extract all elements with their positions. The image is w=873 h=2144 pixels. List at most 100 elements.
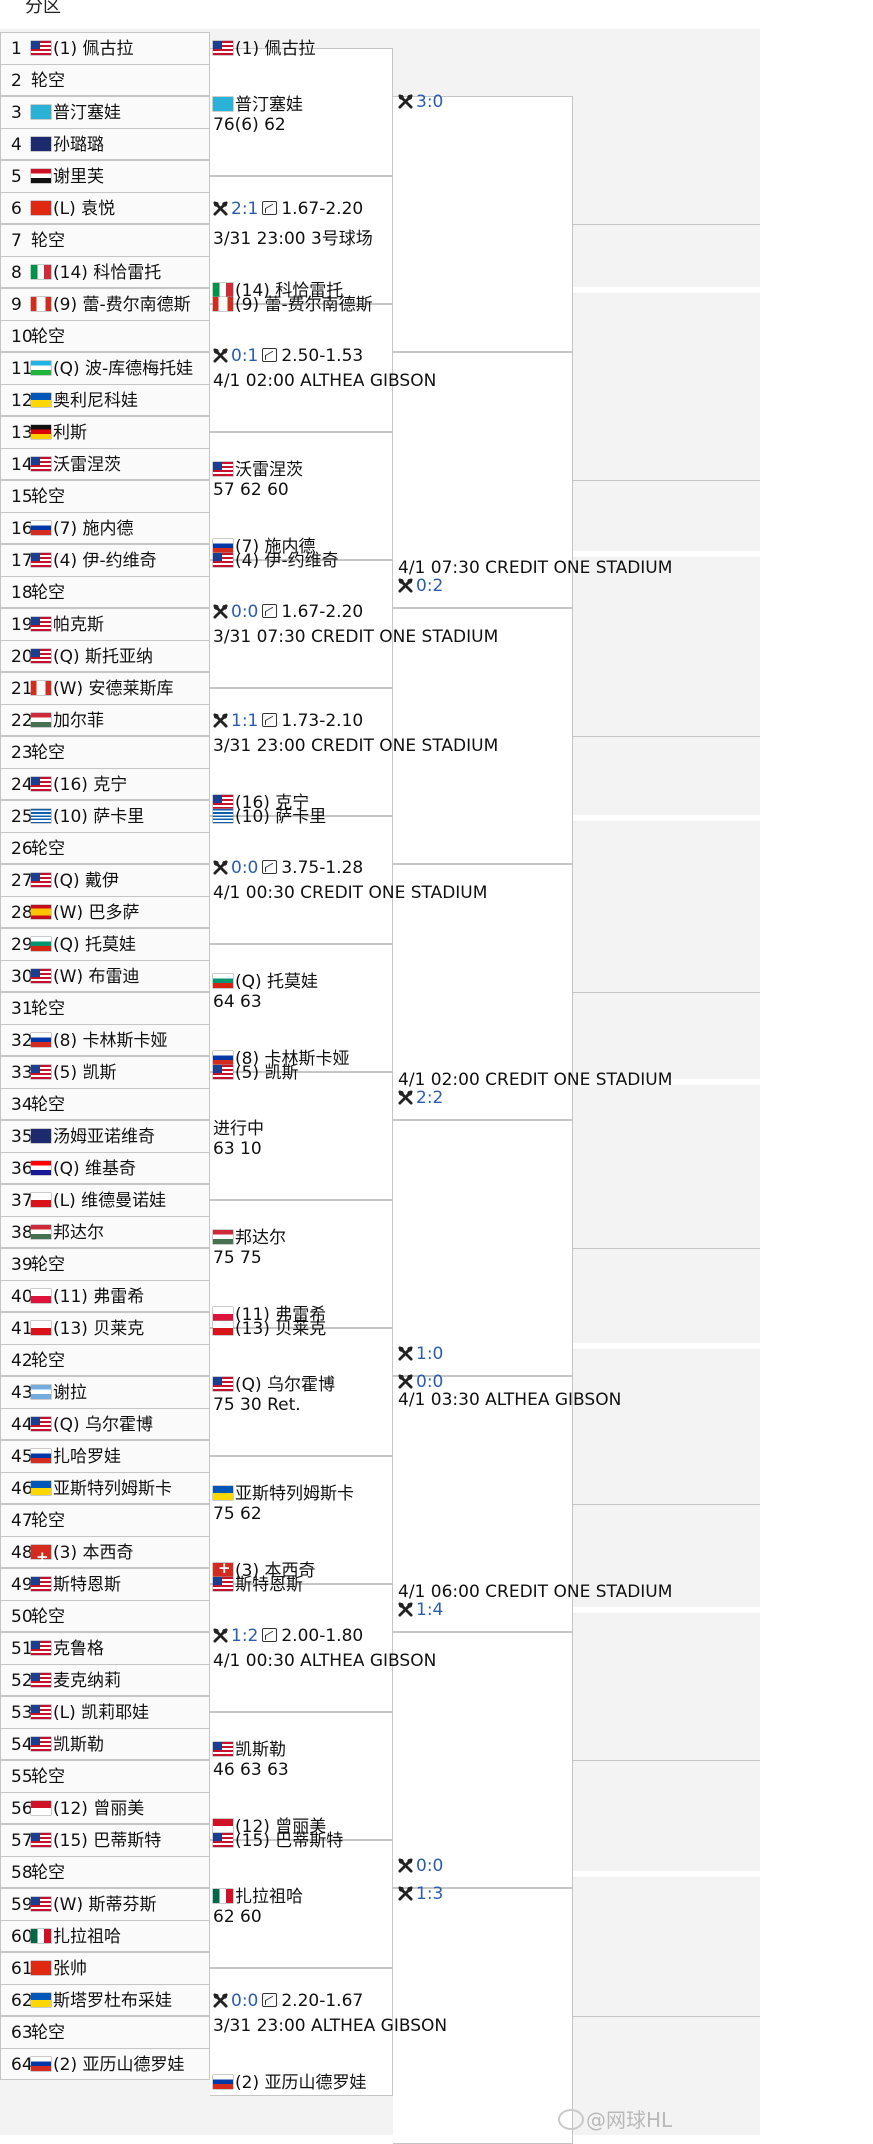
player-entry: 普汀塞娃 bbox=[31, 97, 121, 129]
round2-match[interactable] bbox=[393, 864, 573, 1120]
round2-match[interactable] bbox=[393, 608, 573, 864]
player-row[interactable]: 44(Q) 乌尔霍博 bbox=[0, 1408, 210, 1440]
player-row[interactable]: 27(Q) 戴伊 bbox=[0, 864, 210, 896]
round1-match[interactable] bbox=[210, 1328, 393, 1456]
round1-match[interactable] bbox=[210, 304, 393, 432]
round2-match[interactable] bbox=[393, 1888, 573, 2144]
flag-icon bbox=[31, 873, 51, 887]
player-row[interactable]: 17(4) 伊-约维奇 bbox=[0, 544, 210, 576]
player-name: (14) 科恰雷托 bbox=[53, 263, 162, 283]
player-entry: 邦达尔 bbox=[31, 1217, 104, 1249]
round1-match[interactable] bbox=[210, 1968, 393, 2096]
player-row[interactable]: 21(W) 安德莱斯库 bbox=[0, 672, 210, 704]
player-row[interactable]: 53(L) 凯莉耶娃 bbox=[0, 1696, 210, 1728]
player-row[interactable]: 33(5) 凯斯 bbox=[0, 1056, 210, 1088]
player-name: (8) 卡林斯卡娅 bbox=[53, 1031, 168, 1051]
round1-match[interactable] bbox=[210, 944, 393, 1072]
draw-number: 62 bbox=[11, 1991, 33, 2011]
player-row[interactable]: 56(12) 曾丽美 bbox=[0, 1792, 210, 1824]
round1-info-line: 3/31 23:00 CREDIT ONE STADIUM bbox=[213, 736, 498, 756]
flag-icon bbox=[213, 462, 233, 476]
player-row[interactable]: 29(Q) 托莫娃 bbox=[0, 928, 210, 960]
round2-match[interactable] bbox=[393, 1632, 573, 1888]
player-row[interactable]: 48(3) 本西奇 bbox=[0, 1536, 210, 1573]
round1-match[interactable] bbox=[210, 1840, 393, 1968]
player-row[interactable]: 16(7) 施内德 bbox=[0, 512, 210, 544]
player-row[interactable]: 36(Q) 维基奇 bbox=[0, 1152, 210, 1184]
round1-info-line: 63 10 bbox=[213, 1139, 262, 1159]
player-row[interactable]: 1(1) 佩古拉 bbox=[0, 32, 210, 64]
round2-match[interactable] bbox=[393, 1376, 573, 1632]
player-row[interactable]: 28(W) 巴多萨 bbox=[0, 896, 210, 928]
player-row[interactable]: 64(2) 亚历山德罗娃 bbox=[0, 2048, 210, 2080]
round1-match[interactable] bbox=[210, 1456, 393, 1584]
round1-match[interactable] bbox=[210, 432, 393, 560]
round2-match[interactable] bbox=[393, 1120, 573, 1376]
player-row[interactable]: 59(W) 斯蒂芬斯 bbox=[0, 1888, 210, 1920]
round2-match[interactable] bbox=[393, 96, 573, 352]
round2-match[interactable] bbox=[393, 352, 573, 608]
round1-match[interactable] bbox=[210, 1072, 393, 1200]
player-row[interactable]: 24(16) 克宁 bbox=[0, 768, 210, 800]
player-row[interactable]: 11(Q) 波-库德梅托娃 bbox=[0, 352, 210, 384]
round1-match[interactable] bbox=[210, 1712, 393, 1840]
player-row[interactable]: 40(11) 弗雷希 bbox=[0, 1280, 210, 1312]
round1-match[interactable] bbox=[210, 1200, 393, 1328]
player-row[interactable]: 25(10) 萨卡里 bbox=[0, 800, 210, 832]
flag-icon bbox=[31, 1321, 51, 1335]
player-row[interactable]: 30(W) 布雷迪 bbox=[0, 960, 210, 992]
round1-match[interactable] bbox=[210, 816, 393, 944]
player-row[interactable]: 37(L) 维德曼诺娃 bbox=[0, 1184, 210, 1216]
round1-match[interactable] bbox=[210, 560, 393, 688]
round1-match[interactable] bbox=[210, 176, 393, 304]
player-row[interactable]: 9(9) 蕾-费尔南德斯 bbox=[0, 288, 210, 320]
player-row[interactable]: 41(13) 贝莱克 bbox=[0, 1312, 210, 1344]
player-row[interactable]: 57(15) 巴蒂斯特 bbox=[0, 1824, 210, 1856]
player-row[interactable]: 32(8) 卡林斯卡娅 bbox=[0, 1024, 210, 1056]
round1-match[interactable] bbox=[210, 48, 393, 176]
player-row[interactable]: 6(L) 袁悦 bbox=[0, 192, 210, 224]
round1-match[interactable] bbox=[210, 688, 393, 816]
player-row[interactable]: 20(Q) 斯托亚纳 bbox=[0, 640, 210, 672]
player-row[interactable]: 8(14) 科恰雷托 bbox=[0, 256, 210, 288]
round1-match[interactable] bbox=[210, 1584, 393, 1712]
player-name: 利斯 bbox=[53, 423, 87, 443]
player-entry: (7) 施内德 bbox=[31, 513, 133, 545]
